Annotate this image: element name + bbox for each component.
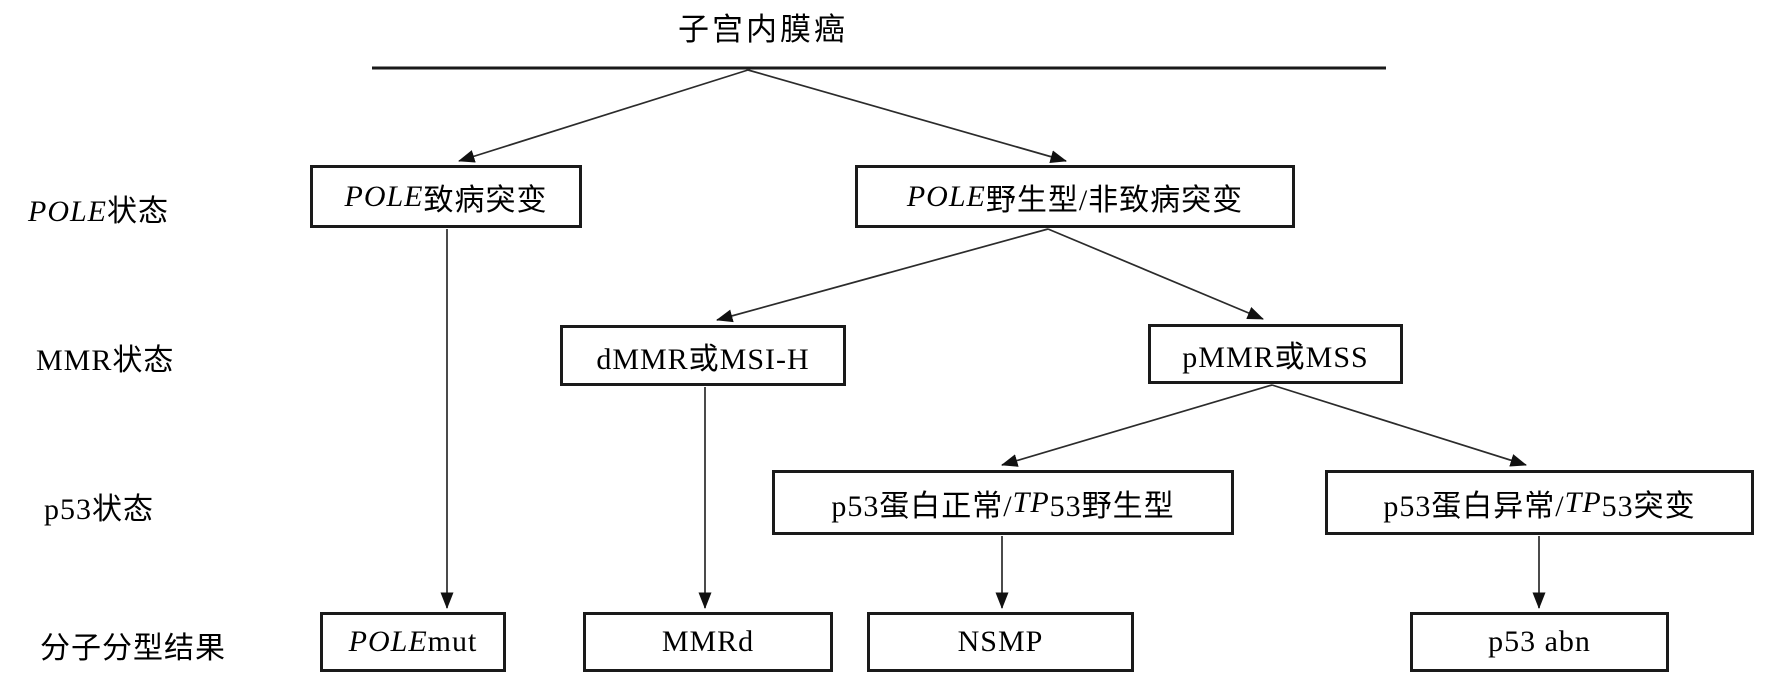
node-result-nsmp: NSMP <box>867 612 1134 672</box>
row-label-molecular-result: 分子分型结果 <box>40 632 226 665</box>
node-dmmr-or-msi-h: dMMR或MSI-H <box>560 325 846 386</box>
node-pmmr-or-mss: pMMR或MSS <box>1148 324 1403 384</box>
node-result-mmrd: MMRd <box>583 612 833 672</box>
diagram-title: 子宫内膜癌 <box>678 12 848 47</box>
row-label-p53-status: p53状态 <box>44 493 154 526</box>
node-result-pole-mut: POLE mut <box>320 612 506 672</box>
edge-pmmr-to-p53-normal-arrow <box>1001 384 1273 467</box>
row-label-mmr-status: MMR状态 <box>36 344 175 377</box>
edge-pole-wildtype-to-pmmr-arrow <box>1047 228 1264 320</box>
row-label-pole-status: POLE状态 <box>28 195 169 228</box>
edge-pole-wildtype-to-dmmr-arrow <box>716 228 1049 323</box>
edge-pmmr-to-p53-abnormal-arrow <box>1271 384 1527 467</box>
edge-root-to-pole-pathogenic-arrow <box>458 69 749 163</box>
edge-root-to-pole-wildtype-arrow <box>747 69 1067 163</box>
node-result-p53-abn: p53 abn <box>1410 612 1669 672</box>
